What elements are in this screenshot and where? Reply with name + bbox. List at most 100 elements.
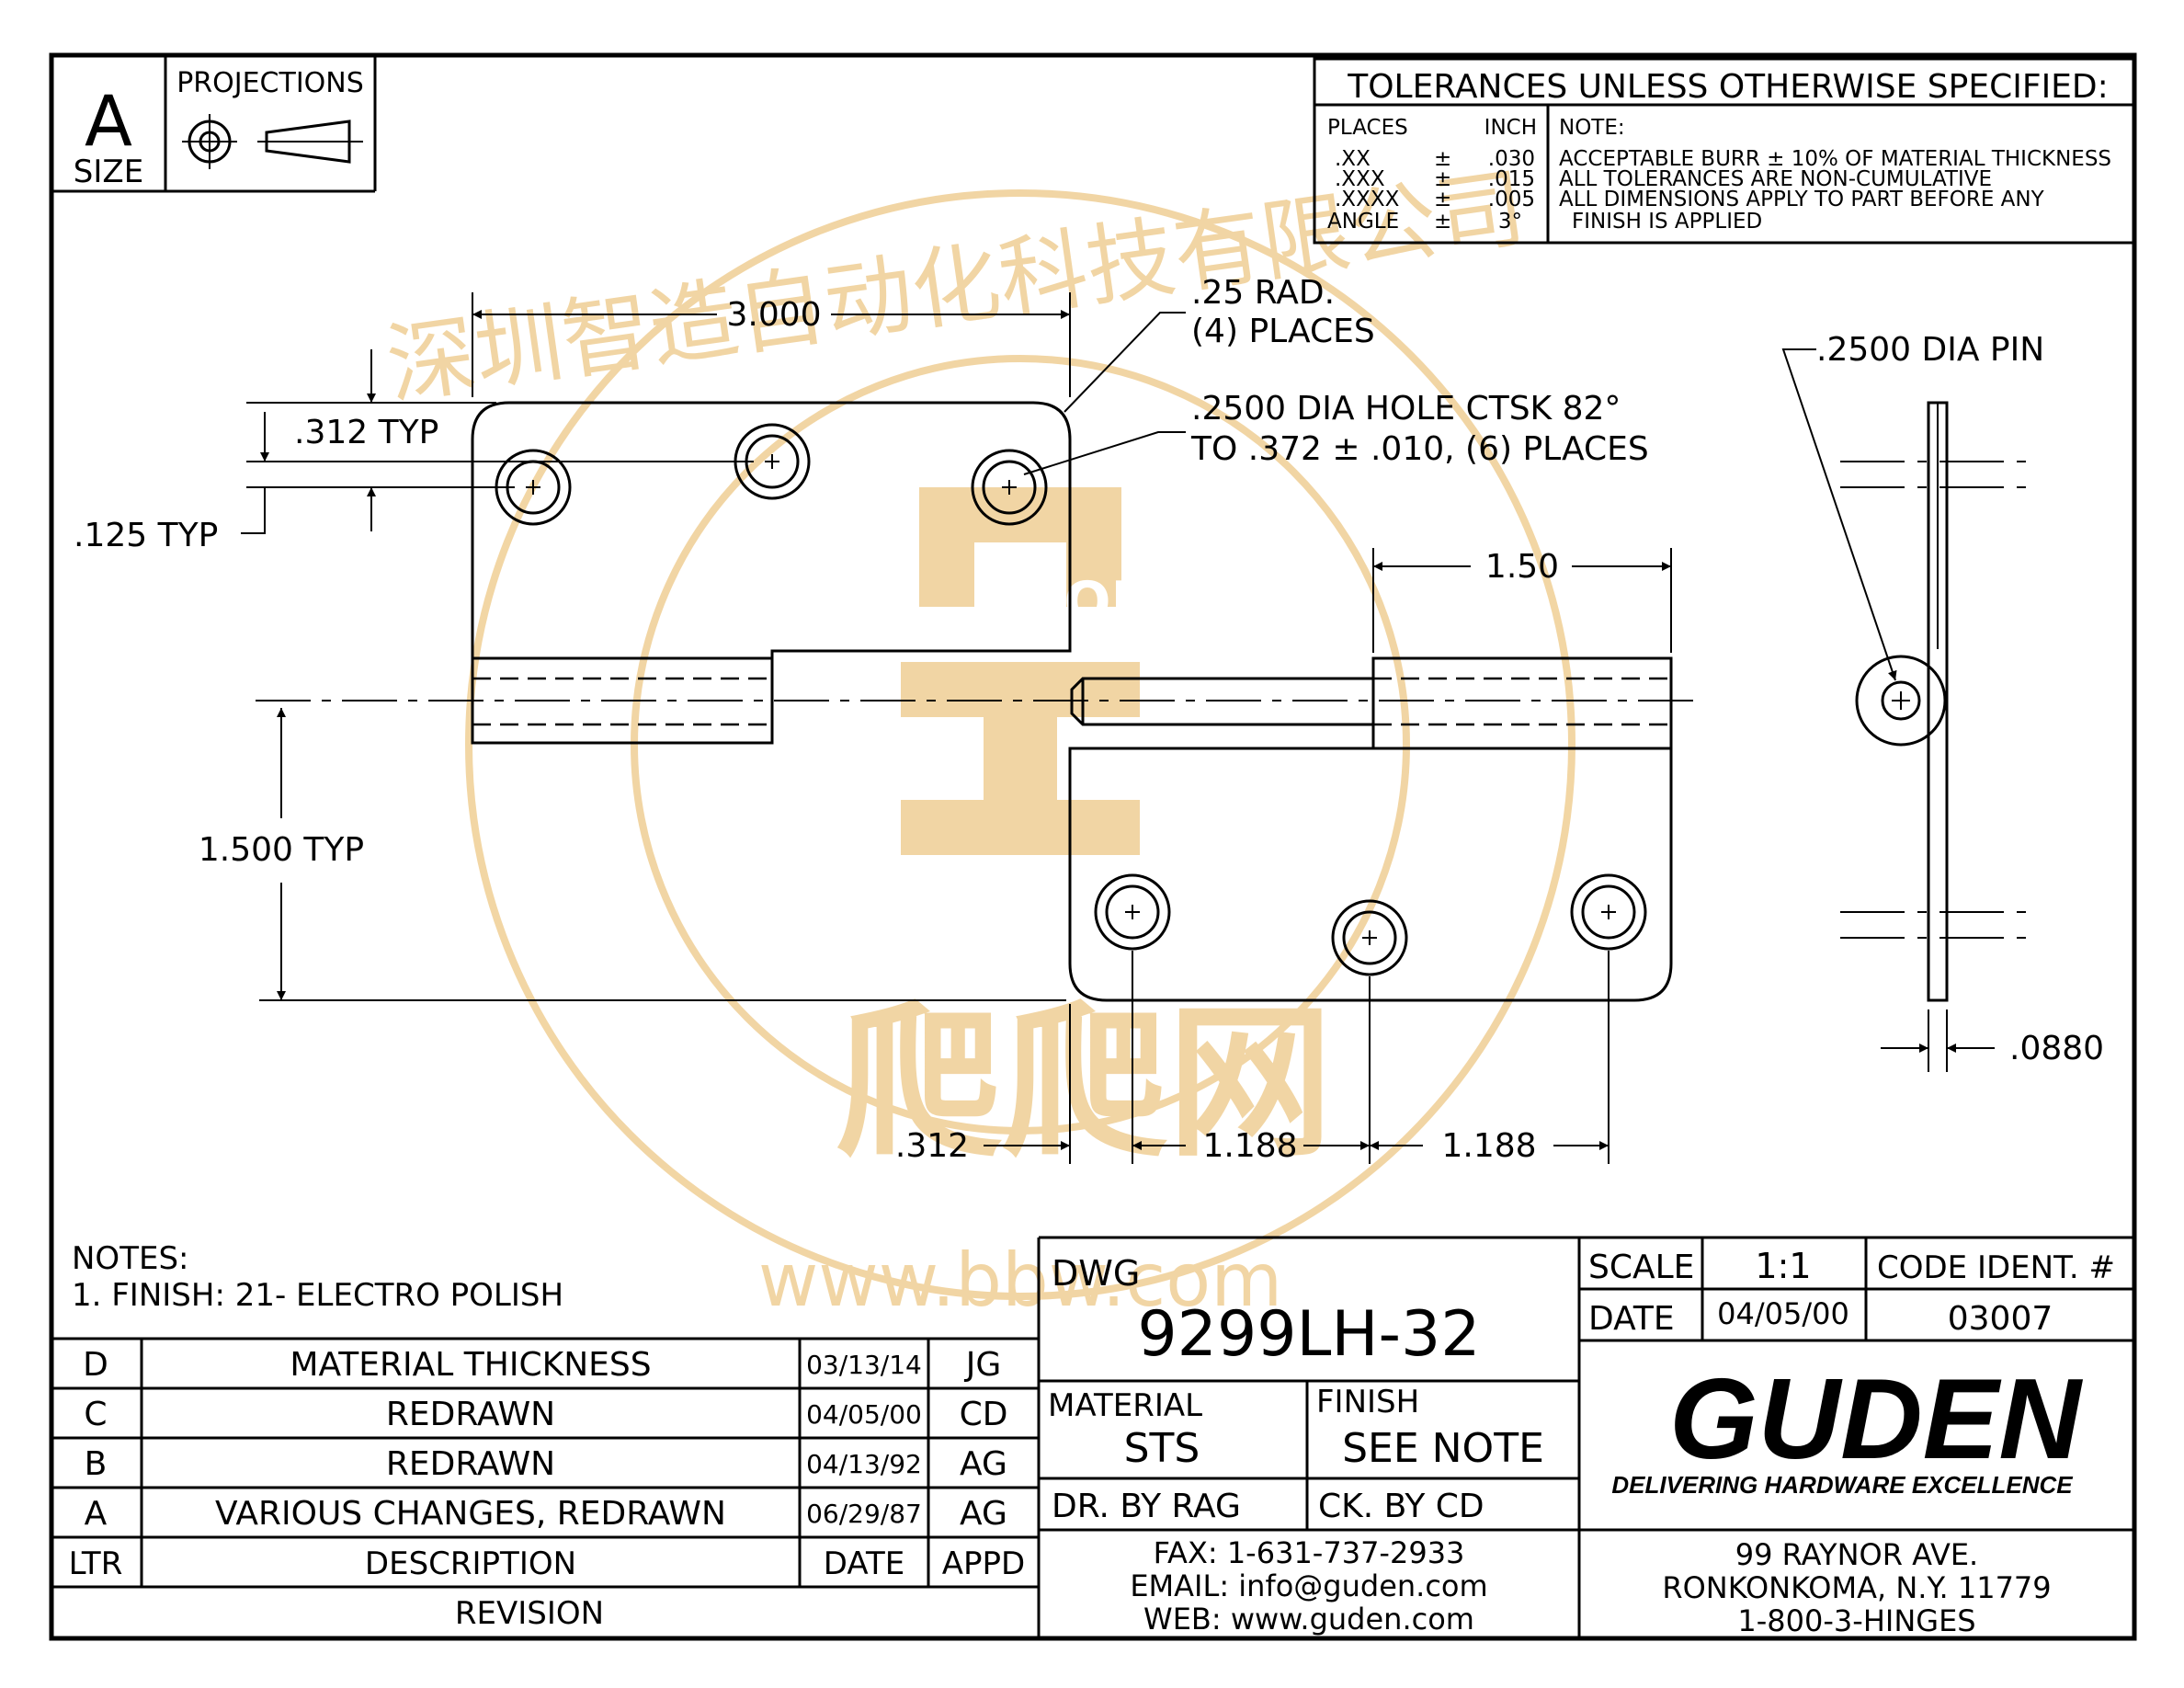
hole-3 (971, 449, 1048, 526)
dwg-number: 9299LH-32 (1137, 1298, 1480, 1371)
tol-note-1: ALL TOLERANCES ARE NON-CUMULATIVE (1559, 167, 1992, 191)
scale-value: 1:1 (1755, 1246, 1811, 1286)
tol-sign-2: ± (1434, 188, 1451, 211)
hole-5 (1331, 899, 1408, 976)
watermark-brand: BOM (1022, 570, 1166, 634)
tol-note-2: ALL DIMENSIONS APPLY TO PART BEFORE ANY (1559, 188, 2045, 211)
bottom-knuckle-right (1371, 656, 1673, 750)
rev-header-ltr: LTR (69, 1545, 123, 1582)
material-label: MATERIAL (1048, 1387, 1202, 1424)
dwg-label: DWG (1052, 1253, 1140, 1294)
code-ident-label: CODE IDENT. # (1877, 1249, 2115, 1286)
rev-date-2: 04/13/92 (806, 1449, 922, 1479)
address-line2: RONKONKOMA, N.Y. 11779 (1662, 1570, 2051, 1605)
sheet-border (49, 52, 2137, 1641)
tol-value-3: 3° (1498, 210, 1522, 234)
tol-sign-1: ± (1434, 167, 1451, 191)
rev-desc-3: VARIOUS CHANGES, REDRAWN (215, 1495, 726, 1533)
checked-by: CK. BY CD (1318, 1488, 1484, 1525)
rev-appd-0: JG (964, 1346, 1002, 1384)
revision-rows: D MATERIAL THICKNESS 03/13/14 JG C REDRA… (69, 1346, 1026, 1632)
projection-symbol-icon (182, 114, 363, 169)
size-label: SIZE (74, 154, 143, 190)
rev-ltr-1: C (84, 1396, 107, 1433)
tol-value-1: .015 (1488, 167, 1535, 191)
date-label: DATE (1588, 1300, 1675, 1338)
rev-date-0: 03/13/14 (806, 1350, 922, 1380)
tolerances-title: TOLERANCES UNLESS OTHERWISE SPECIFIED: (1347, 68, 2109, 106)
note-header: NOTE: (1559, 116, 1625, 140)
dimension-text: 3.000 .25 RAD. (4) PLACES .2500 DIA HOLE… (74, 274, 1649, 1165)
rev-appd-3: AG (960, 1495, 1007, 1533)
finish-value: SEE NOTE (1342, 1425, 1544, 1472)
tol-place-3: ANGLE (1327, 210, 1399, 234)
inch-header: INCH (1484, 116, 1537, 140)
dimension-lines (241, 292, 1672, 1164)
tol-place-2: .XXXX (1335, 188, 1400, 211)
address-line1: 99 RAYNOR AVE. (1735, 1537, 1978, 1572)
dim-bottom-312: .312 (895, 1127, 969, 1165)
watermark-site: www.bbw.com (758, 1237, 1282, 1323)
phone: 1-800-3-HINGES (1737, 1603, 1975, 1638)
top-leaf-outline (471, 401, 1072, 660)
places-header: PLACES (1327, 116, 1408, 140)
guden-tagline: DELIVERING HARDWARE EXCELLENCE (1611, 1471, 2073, 1499)
tol-value-0: .030 (1488, 147, 1535, 171)
rev-desc-1: REDRAWN (386, 1396, 555, 1433)
size-projections-box: A SIZE PROJECTIONS (51, 55, 377, 193)
revision-table (51, 1237, 1041, 1638)
dim-hole-line1: .2500 DIA HOLE CTSK 82° (1191, 390, 1621, 428)
drawing-info-grid (1039, 1236, 2134, 1638)
tol-place-1: .XXX (1335, 167, 1385, 191)
rev-date-1: 04/05/00 (806, 1399, 922, 1430)
notes-header: NOTES: (72, 1240, 188, 1277)
tol-place-0: .XX (1335, 147, 1371, 171)
dim-125-typ: .125 TYP (74, 517, 218, 554)
projections-label: PROJECTIONS (176, 67, 364, 99)
rev-appd-1: CD (960, 1396, 1008, 1433)
finish-label: FINISH (1316, 1384, 1419, 1420)
material-value: STS (1124, 1425, 1200, 1472)
dim-1500-typ: 1.500 TYP (199, 831, 364, 869)
rev-ltr-3: A (85, 1495, 108, 1533)
contact-web: WEB: www.guden.com (1143, 1602, 1474, 1637)
rev-desc-0: MATERIAL THICKNESS (290, 1346, 651, 1384)
tol-value-2: .005 (1488, 188, 1535, 211)
tol-sign-3: ± (1434, 210, 1451, 234)
tol-sign-0: ± (1434, 147, 1451, 171)
dim-bottom-1188-b: 1.188 (1441, 1127, 1536, 1165)
rev-ltr-0: D (83, 1346, 108, 1384)
guden-logo: GUDEN (1669, 1356, 2083, 1483)
hidden-lines (472, 677, 1671, 726)
side-knuckle (1855, 655, 1947, 747)
dim-312-typ: .312 TYP (294, 414, 438, 451)
rev-desc-2: REDRAWN (386, 1445, 555, 1483)
scale-label: SCALE (1588, 1249, 1694, 1286)
hole-4 (1094, 873, 1171, 951)
date-value: 04/05/00 (1717, 1296, 1849, 1331)
rev-header-date: DATE (824, 1545, 904, 1582)
tol-note-0: ACCEPTABLE BURR ± 10% OF MATERIAL THICKN… (1559, 147, 2111, 171)
watermark-logo-shape (901, 487, 1140, 855)
rev-date-3: 06/29/87 (806, 1499, 922, 1529)
tolerances-box: TOLERANCES UNLESS OTHERWISE SPECIFIED: P… (1313, 57, 2136, 245)
hole-6 (1570, 873, 1647, 951)
rev-ltr-2: B (85, 1445, 108, 1483)
dim-width-3000: 3.000 (726, 296, 821, 334)
tol-note-3: FINISH IS APPLIED (1572, 210, 1762, 234)
rev-header-desc: DESCRIPTION (365, 1545, 576, 1582)
dim-150: 1.50 (1485, 548, 1559, 586)
watermark-bottom: 爬爬网 (836, 987, 1333, 1180)
dim-bottom-1188-a: 1.188 (1202, 1127, 1297, 1165)
bottom-leaf-outline (1068, 656, 1673, 1002)
dim-thickness: .0880 (2009, 1030, 2104, 1067)
size-letter: A (85, 80, 132, 162)
drawing-info-text: DWG 9299LH-32 MATERIAL STS FINISH SEE NO… (1048, 1246, 2115, 1638)
contact-fax: FAX: 1-631-737-2933 (1154, 1535, 1465, 1570)
contact-email: EMAIL: info@guden.com (1130, 1568, 1487, 1603)
dim-radius-line2: (4) PLACES (1191, 313, 1375, 350)
dim-pin-label: .2500 DIA PIN (1816, 331, 2044, 369)
rev-header-appd: APPD (942, 1545, 1025, 1582)
watermark: 深圳智造自动化科技有限公司 BOM 爬爬网 www.bbw.com (381, 156, 1575, 1323)
